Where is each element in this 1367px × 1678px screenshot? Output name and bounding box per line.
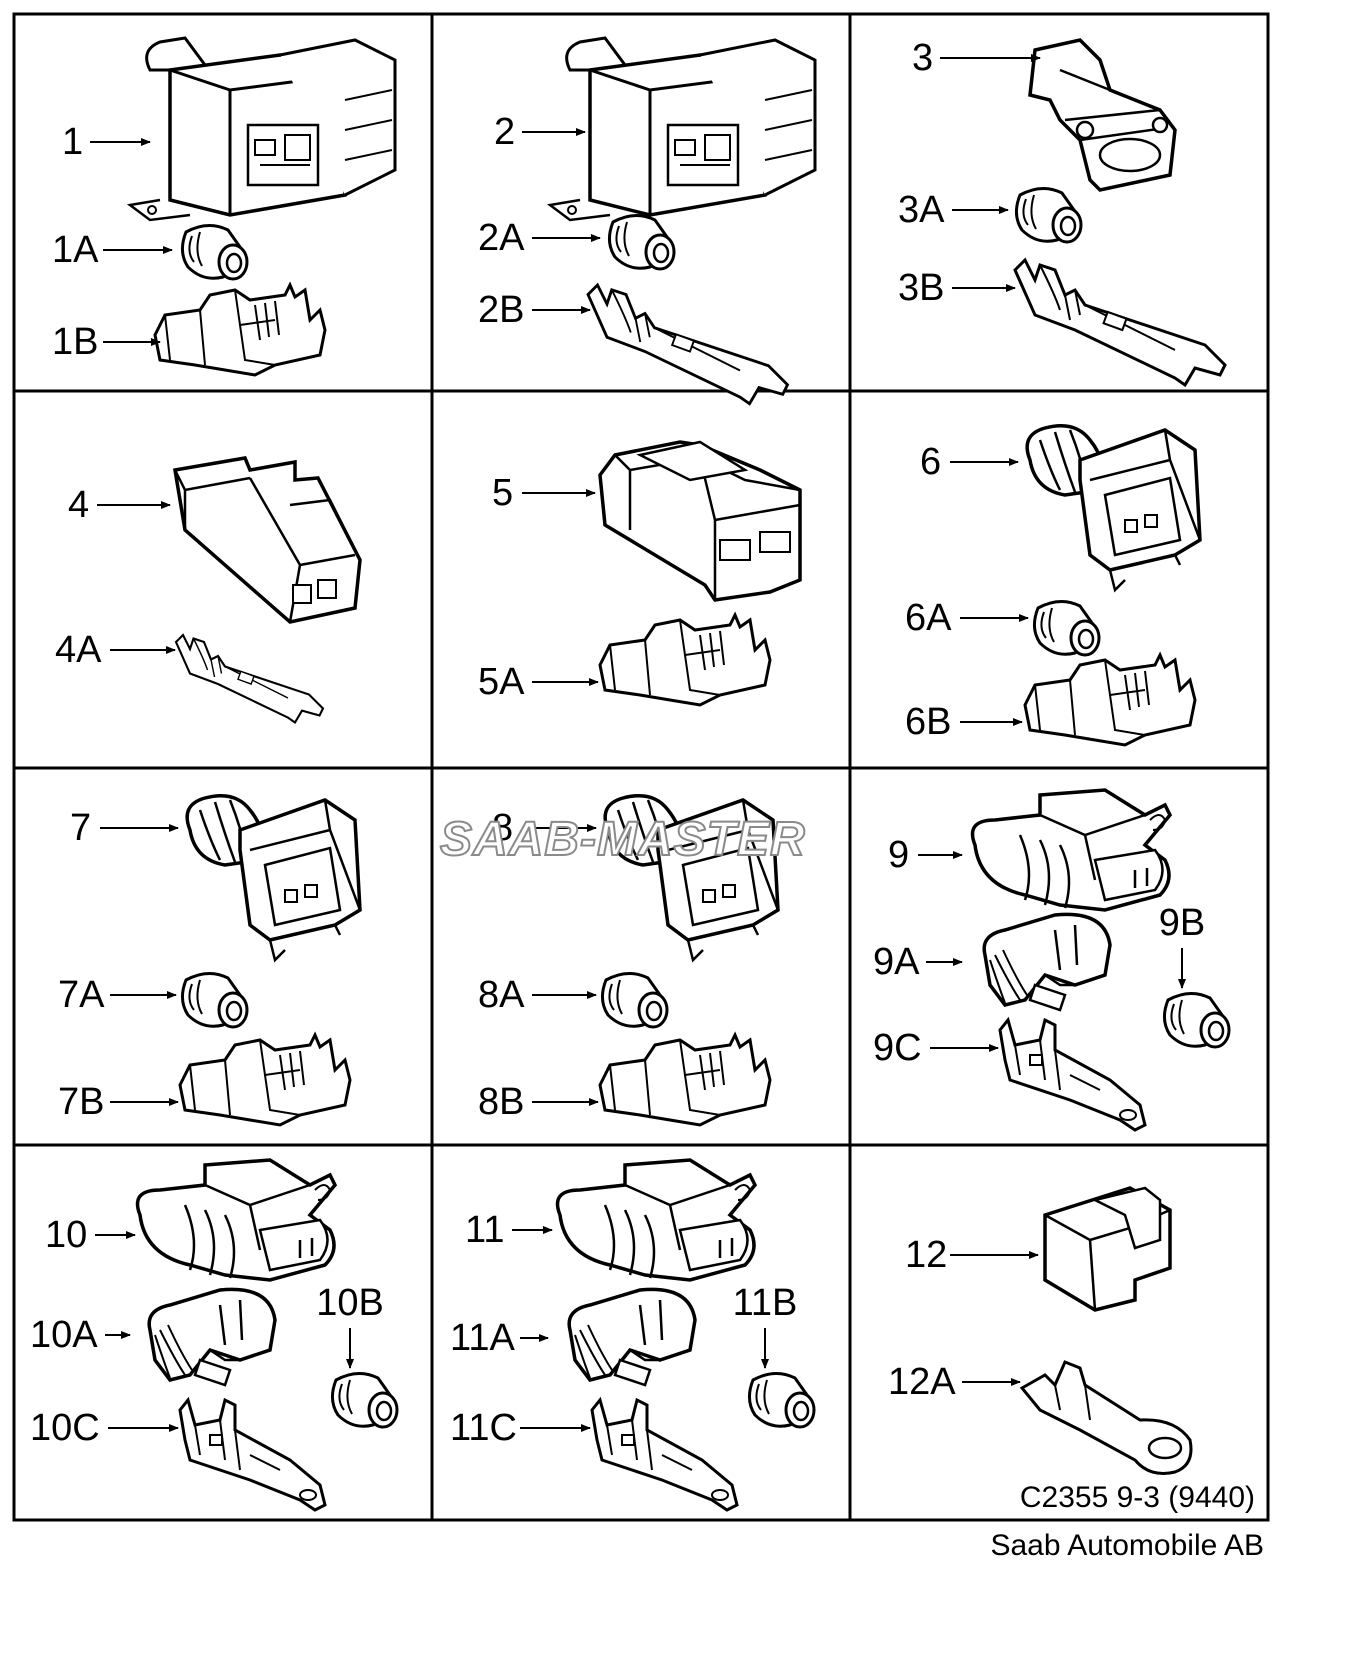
part-12-housing [1043,1186,1172,1312]
label-5a: 5A [478,661,525,703]
label-10: 10 [45,1214,88,1256]
part-4-housing [172,456,362,624]
part-3b-blade [1013,258,1227,387]
part-11a-lock [567,1287,697,1387]
label-8a: 8A [478,974,525,1016]
label-9c: 9C [873,1027,922,1069]
label-1: 1 [62,121,84,163]
part-5-housing [598,440,802,602]
label-7: 7 [70,807,92,849]
part-8a-seal [600,971,669,1029]
part-1-housing [128,36,397,222]
part-6a-seal [1032,599,1101,657]
watermark: SAAB-MASTER [439,812,806,867]
leader-arrows [90,54,1186,1432]
part-8b-terminal [598,1033,772,1127]
label-9b: 9B [1158,902,1206,944]
part-11c-narrow-terminal [590,1398,739,1512]
label-2a: 2A [478,217,525,259]
part-2b-blade [586,283,789,406]
label-10b: 10B [316,1282,384,1324]
label-12: 12 [905,1234,948,1276]
label-10a: 10A [30,1314,98,1356]
part-10c-narrow-terminal [178,1398,327,1512]
part-10a-lock [147,1287,277,1387]
label-12a: 12A [888,1361,956,1403]
part-10-housing [135,1158,337,1282]
part-7b-terminal [178,1033,352,1127]
label-11: 11 [465,1209,505,1251]
label-6a: 6A [905,597,952,639]
part-7-housing [185,793,362,962]
label-3a: 3A [898,189,945,231]
drawing-code: C2355 9-3 (9440) [1019,1481,1255,1514]
label-8b: 8B [478,1081,525,1123]
part-2a-seal [607,213,676,271]
part-12a-ring-terminal [1019,1360,1193,1475]
label-6b: 6B [905,701,952,743]
part-5a-terminal [598,613,772,707]
label-9: 9 [888,834,910,876]
label-8: 8 [492,807,514,849]
label-7b: 7B [58,1081,105,1123]
label-2: 2 [494,111,516,153]
label-5: 5 [492,472,514,514]
part-1a-seal [180,223,249,281]
label-6: 6 [920,441,942,483]
part-9c-narrow-terminal [998,1018,1147,1132]
copyright-caption: Saab Automobile AB [990,1529,1264,1562]
part-11b-seal [747,1371,816,1429]
label-4: 4 [68,484,90,526]
label-4a: 4A [55,629,102,671]
part-6-housing [1025,423,1202,592]
label-3b: 3B [898,267,945,309]
label-7a: 7A [58,974,105,1016]
label-1b: 1B [52,321,99,363]
label-9a: 9A [873,941,920,983]
label-1a: 1A [52,229,99,271]
part-9b-seal [1162,991,1231,1049]
label-3: 3 [912,37,934,79]
part-3a-seal [1014,186,1083,244]
label-11c: 11C [450,1407,517,1449]
part-10b-seal [330,1371,399,1429]
part-6b-terminal [1023,653,1197,747]
part-4a-blade [174,633,325,724]
part-2-housing [548,36,817,222]
part-11-housing [555,1158,757,1282]
label-11b: 11B [732,1282,798,1324]
part-9a-lock [982,912,1112,1012]
part-3-housing [1028,38,1177,192]
label-10c: 10C [30,1407,100,1449]
label-2b: 2B [478,289,525,331]
label-11a: 11A [450,1317,515,1359]
part-9-housing [970,788,1172,912]
part-7a-seal [180,971,249,1029]
part-1b-terminal [153,283,327,377]
